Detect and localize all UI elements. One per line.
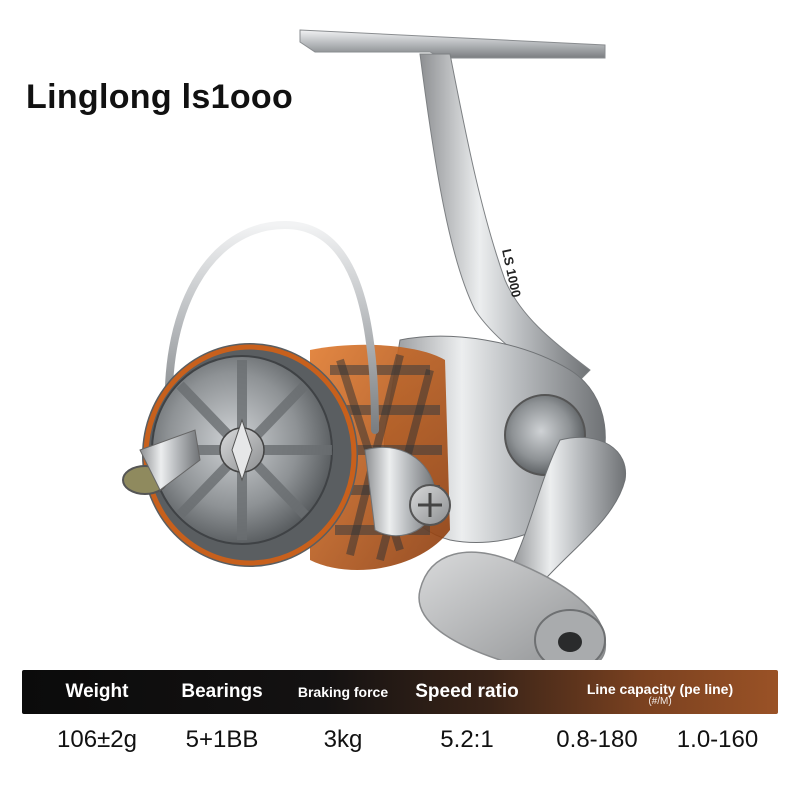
handle-arm [509,436,627,586]
value-line-capacity-a: 0.8-180 [556,726,638,753]
value-weight: 106±2g [57,726,137,753]
spec-values-row: 106±2g 5+1BB 3kg 5.2:1 0.8-180 1.0-160 [22,714,778,766]
bail-wire [164,220,379,434]
value-line-capacity-b: 1.0-160 [676,726,759,753]
header-line-capacity-unit: (#/M) [648,696,672,707]
header-speed-ratio: Speed ratio [415,681,519,702]
header-braking-force: Braking force [297,684,389,700]
value-speed-ratio: 5.2:1 [440,726,494,753]
product-title: Linglong ls1ooo [26,78,294,116]
header-bearings: Bearings [181,681,263,702]
header-line-capacity-label: Line capacity (pe line) [586,681,734,697]
header-weight: Weight [65,681,129,702]
spec-header-row: Weight Bearings Braking force Speed rati… [22,670,778,714]
value-braking-force: 3kg [323,726,363,753]
fishing-reel-image: LS 1000 [122,29,627,660]
header-line-capacity: Line capacity (pe line) (#/M) [542,670,778,714]
value-bearings: 5+1BB [185,726,259,753]
reel-foot [299,29,606,59]
spec-table: Weight Bearings Braking force Speed rati… [22,670,778,766]
